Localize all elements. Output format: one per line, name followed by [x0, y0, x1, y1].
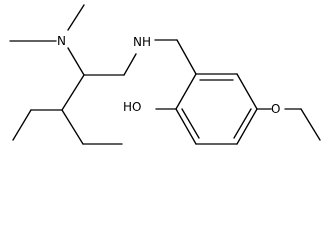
label-methoxy-o: O: [271, 102, 280, 116]
bond-ch2-ring: [176, 39, 197, 75]
ring-bond-3: [236, 108, 258, 145]
bond-ethyl1: [12, 109, 32, 141]
bond-n-c2: [67, 47, 85, 76]
atom-labels: N NH HO O: [57, 34, 280, 116]
label-nh: NH: [133, 35, 151, 49]
label-dimethylamino-n: N: [57, 34, 66, 48]
ring-bond-5: [175, 108, 197, 145]
bond-c3-ethyl2a: [61, 109, 84, 145]
ring-bond-2: [236, 73, 258, 110]
ring-double-bond-inner-2: [233, 108, 252, 139]
label-hydroxyl: HO: [123, 100, 141, 114]
bond-methoxy-tail: [300, 108, 321, 141]
ring-bond-6: [175, 73, 197, 110]
benzene-ring: [175, 73, 258, 145]
bond-c2-c3: [61, 74, 85, 111]
ring-double-bond-inner-3: [181, 108, 200, 139]
structure-canvas: N NH HO O: [9, 4, 321, 145]
substituent-bonds: [155, 108, 321, 141]
bond-ch2-nh: [123, 53, 137, 76]
skeleton-bonds: [9, 4, 197, 145]
bond-n-methyl2: [67, 4, 85, 31]
